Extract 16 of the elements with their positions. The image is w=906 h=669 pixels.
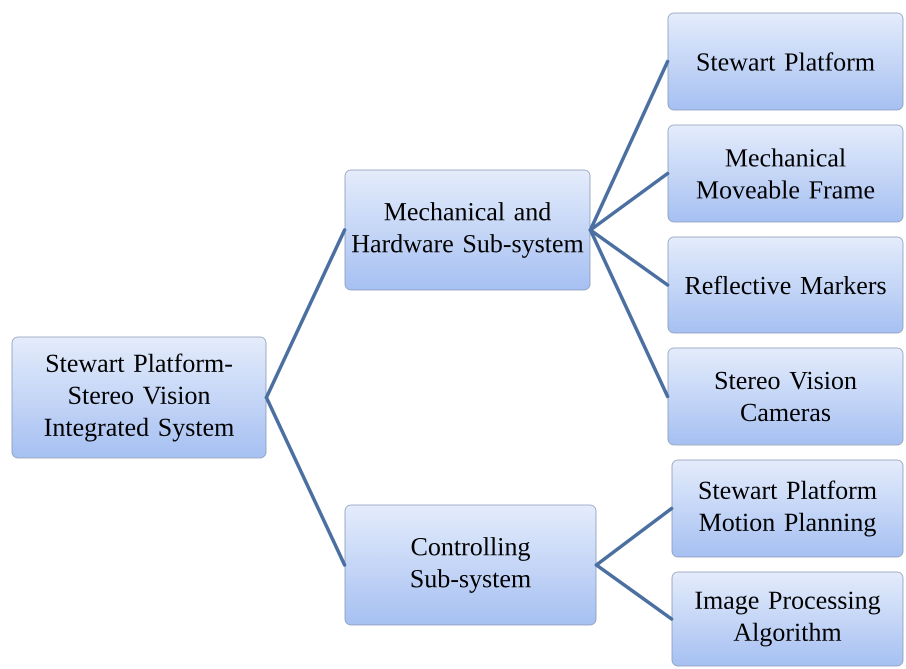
connector-line — [264, 396, 346, 567]
process-box: Stewart Platform — [668, 12, 904, 110]
process-box: Controlling Sub-system — [344, 504, 596, 626]
process-box: Image Processing Algorithm — [672, 572, 904, 666]
process-box: Stewart Platform Motion Planning — [672, 460, 904, 558]
connector-line — [588, 228, 670, 287]
process-box: Stewart Platform-Stereo Vision Integrated System — [12, 336, 266, 458]
connector-line — [588, 172, 670, 232]
process-box: Mechanical Moveable Frame — [668, 124, 904, 222]
connector-line — [588, 228, 670, 398]
connector-line — [594, 563, 674, 621]
process-box: Mechanical and Hardware Sub-system — [344, 170, 590, 290]
connector-line — [594, 506, 674, 567]
connector-line — [264, 228, 346, 400]
process-box: Reflective Markers — [668, 236, 904, 334]
process-box: Stereo Vision Cameras — [668, 348, 904, 446]
